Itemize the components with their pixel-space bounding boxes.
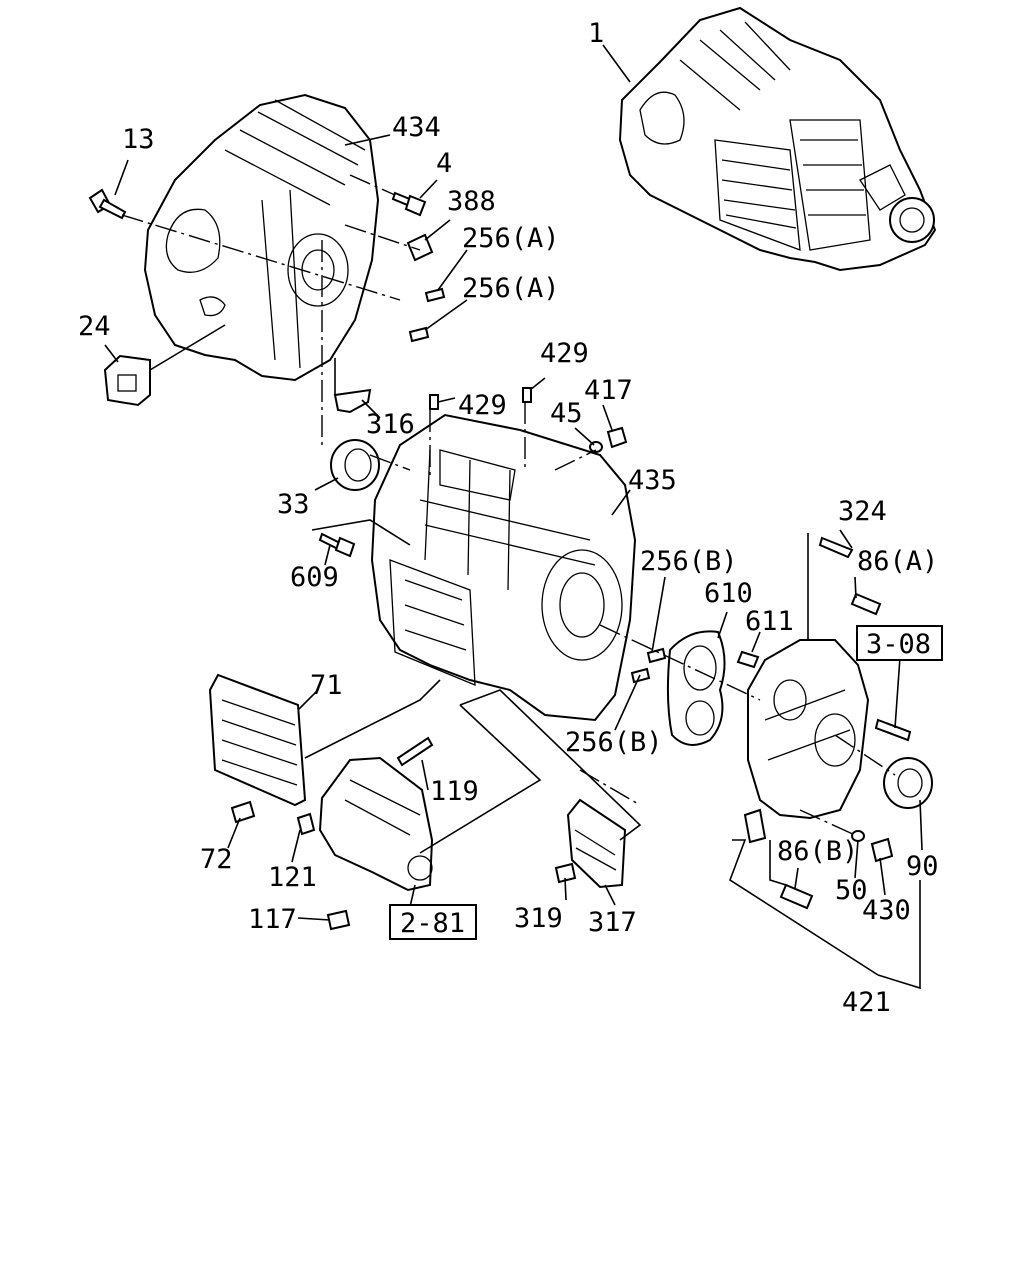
nut-121-illustration <box>296 812 316 836</box>
bolt-86a-illustration <box>850 592 882 616</box>
label-part-45: 45 <box>550 398 583 429</box>
label-part-317: 317 <box>588 907 637 938</box>
reference-box-3-08 <box>856 625 943 661</box>
label-part-430: 430 <box>862 895 911 926</box>
label-part-256b-lower: 256(B) <box>565 727 663 758</box>
cover-plate-71-illustration <box>208 673 307 807</box>
label-part-71: 71 <box>310 670 343 701</box>
stud-324-illustration <box>818 536 854 559</box>
bolt-72-illustration <box>230 800 256 824</box>
pin-429-right-illustration <box>522 387 532 403</box>
pin-256a-lower-illustration <box>408 326 430 343</box>
label-part-86b: 86(B) <box>777 836 858 867</box>
reference-box-2-81 <box>389 904 477 940</box>
label-part-609: 609 <box>290 562 339 593</box>
bolt-4-illustration <box>391 191 427 217</box>
pin-429-left-illustration <box>429 394 439 410</box>
label-part-24: 24 <box>78 311 111 342</box>
label-part-434: 434 <box>392 112 441 143</box>
alignment-lines <box>121 174 896 836</box>
transmission-case-illustration <box>370 413 637 722</box>
plug-417-illustration <box>606 426 628 449</box>
label-part-388: 388 <box>447 186 496 217</box>
sleeve-388-illustration <box>406 233 434 262</box>
bolt-13-illustration <box>88 188 127 220</box>
plate-316-illustration <box>333 388 372 414</box>
label-part-429-left: 429 <box>458 390 507 421</box>
label-part-256b-upper: 256(B) <box>640 546 738 577</box>
leader-lines <box>104 44 923 990</box>
transmission-assembly-illustration <box>618 6 937 272</box>
label-part-319: 319 <box>514 903 563 934</box>
label-part-121: 121 <box>268 862 317 893</box>
label-part-316: 316 <box>366 409 415 440</box>
label-part-33: 33 <box>277 489 310 520</box>
cover-24-illustration <box>103 354 151 407</box>
stud-119-illustration <box>396 736 434 767</box>
label-part-86a: 86(A) <box>857 546 938 577</box>
label-part-324: 324 <box>838 496 887 527</box>
label-part-90: 90 <box>906 851 939 882</box>
label-part-611: 611 <box>745 606 794 637</box>
label-part-421: 421 <box>842 987 891 1018</box>
label-ref-2-81: 2-81 <box>400 908 465 939</box>
plug-430-illustration <box>870 837 894 863</box>
bolt-611-illustration <box>736 650 760 669</box>
pto-unit-illustration <box>318 756 434 892</box>
pin-256a-upper-illustration <box>424 287 446 303</box>
part-labels: 1 434 13 4 388 256(A) 256(A) 24 429 429 … <box>78 18 939 1018</box>
label-part-4: 4 <box>436 148 452 179</box>
label-part-429-right: 429 <box>540 338 589 369</box>
clutch-housing-illustration <box>143 93 380 382</box>
label-part-119: 119 <box>430 776 479 807</box>
rear-cover-421-illustration <box>743 639 870 844</box>
label-ref-3-08: 3-08 <box>866 629 931 660</box>
label-part-256a-lower: 256(A) <box>462 273 560 304</box>
label-part-50: 50 <box>835 875 868 906</box>
label-part-13: 13 <box>122 124 155 155</box>
seal-90-illustration <box>883 757 933 809</box>
label-part-72: 72 <box>200 844 233 875</box>
label-part-117: 117 <box>248 904 297 935</box>
label-part-417: 417 <box>584 375 633 406</box>
cover-317-illustration <box>566 798 627 889</box>
bolt-117-illustration <box>326 909 351 931</box>
bolt-86b-illustration <box>779 883 814 910</box>
stud-3-08-illustration <box>874 718 912 742</box>
gasket-610-illustration <box>666 630 726 746</box>
label-part-610: 610 <box>704 578 753 609</box>
label-part-1: 1 <box>588 18 604 49</box>
label-part-256a-upper: 256(A) <box>462 223 560 254</box>
label-part-435: 435 <box>628 465 677 496</box>
bolt-319-illustration <box>554 862 577 884</box>
pin-256b-upper-illustration <box>646 647 667 664</box>
bolt-609-illustration <box>318 532 356 558</box>
seal-33-illustration <box>330 439 380 491</box>
